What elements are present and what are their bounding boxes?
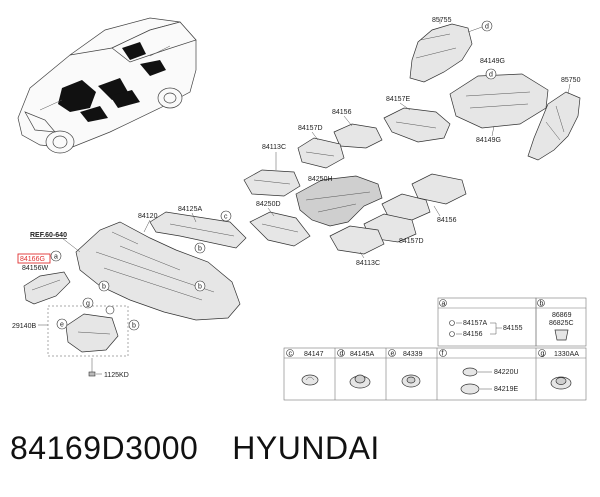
label-29140B: 29140B xyxy=(12,323,36,330)
callout-circle-d xyxy=(481,20,493,32)
label-84149G-top: 84149G xyxy=(480,58,505,65)
part-29140B: 29140B e g xyxy=(12,297,129,357)
part-84156-right: 84156 xyxy=(381,173,467,224)
label-84156-top: 84156 xyxy=(332,109,352,116)
part-84113C-top: 84113C xyxy=(243,144,301,197)
label-1125KD: 1125KD xyxy=(104,372,129,379)
circle-letter-b4: b xyxy=(132,323,136,330)
label-84156W: 84156W xyxy=(22,265,48,272)
part-84156W xyxy=(23,271,71,305)
label-84250D: 84250D xyxy=(256,201,281,208)
circle-letter-b3: b xyxy=(198,284,202,291)
part-84120-dash-insulator: 84120 b b b b a xyxy=(50,213,241,331)
label-84149G-bottom: 84149G xyxy=(476,137,501,144)
footer-caption: 84169D3000 HYUNDAI xyxy=(10,430,380,467)
label-84250H: 84250H xyxy=(308,176,333,183)
legend-84220U: 84220U xyxy=(494,369,519,376)
legend-86825C: 86825C xyxy=(549,320,574,327)
callout-circle-g xyxy=(82,297,94,309)
legend-86869: 86869 xyxy=(552,312,572,319)
circle-letter-e: e xyxy=(60,322,64,329)
label-84113C-top: 84113C xyxy=(262,144,286,151)
legend-letter-f: f xyxy=(442,351,444,358)
grommet xyxy=(105,305,115,315)
circle-letter-d: d xyxy=(485,24,489,31)
circle-letter-b2: b xyxy=(102,284,106,291)
legend-84157A: 84157A xyxy=(463,320,487,327)
legend-84219E: 84219E xyxy=(494,386,518,393)
label-84125A: 84125A xyxy=(178,206,202,213)
part-84157D-top: 84157D xyxy=(297,125,345,169)
legend-letter-a: a xyxy=(442,301,446,308)
circle-letter-a: a xyxy=(54,254,58,261)
callout-circle-b3 xyxy=(194,280,206,292)
legend-1330AA: 1330AA xyxy=(554,351,579,358)
label-85755: 85755 xyxy=(432,17,452,24)
legend-letter-g: g xyxy=(541,351,545,358)
label-85750: 85750 xyxy=(561,77,581,84)
car-illustration xyxy=(17,17,197,154)
legend-84339: 84339 xyxy=(403,351,423,358)
label-84120: 84120 xyxy=(138,213,158,220)
legend-letter-c: c xyxy=(289,351,293,358)
legend-84155: 84155 xyxy=(503,325,523,332)
part-84125A: 84125A c xyxy=(149,206,247,249)
legend-letter-d: d xyxy=(340,351,344,358)
part-84156-top: 84156 xyxy=(332,109,383,149)
highlight-box xyxy=(17,253,51,264)
label-84156-right: 84156 xyxy=(437,217,457,224)
legend-letter-b: b xyxy=(540,301,544,308)
legend-84147: 84147 xyxy=(304,351,324,358)
label-84157D-top: 84157D xyxy=(298,125,323,132)
label-84157D-bottom: 84157D xyxy=(399,238,424,245)
callout-circle-a xyxy=(50,250,62,262)
circle-letter-g: g xyxy=(86,301,90,308)
ref-label: REF.60-640 xyxy=(30,232,67,239)
circle-letter-c: c xyxy=(224,214,228,221)
callout-circle-b2 xyxy=(98,280,110,292)
part-84250D: 84250D xyxy=(249,201,311,247)
legend-84156: 84156 xyxy=(463,331,483,338)
legend-84145A: 84145A xyxy=(350,351,374,358)
label-84113C-bottom: 84113C xyxy=(356,260,380,267)
legend-table: a b 84157A 84156 84155 86869 86825C c 84… xyxy=(283,297,587,401)
legend-letter-e: e xyxy=(391,351,395,358)
callout-circle-c xyxy=(220,210,232,222)
brand-name: HYUNDAI xyxy=(232,430,380,466)
label-84166G-highlighted: 84166G xyxy=(20,256,45,263)
part-85750: 85750 xyxy=(527,77,581,161)
callout-circle-b4 xyxy=(128,319,140,331)
bolt-1125KD: 1125KD xyxy=(88,358,129,379)
label-84157E: 84157E xyxy=(386,96,410,103)
callout-circle-e xyxy=(56,318,68,330)
part-84250H: 84250H xyxy=(295,175,383,227)
callout-circle-d2 xyxy=(485,68,497,80)
circle-letter-b1: b xyxy=(198,246,202,253)
callout-circle-b1 xyxy=(194,242,206,254)
part-84149G: 84149G d 84149G xyxy=(449,58,549,144)
part-number: 84169D3000 xyxy=(10,430,199,466)
part-84113C-bottom: 84113C xyxy=(329,225,385,267)
part-85755: 85755 d xyxy=(409,17,493,83)
circle-letter-d2: d xyxy=(489,72,493,79)
part-84157E: 84157E xyxy=(383,96,451,143)
